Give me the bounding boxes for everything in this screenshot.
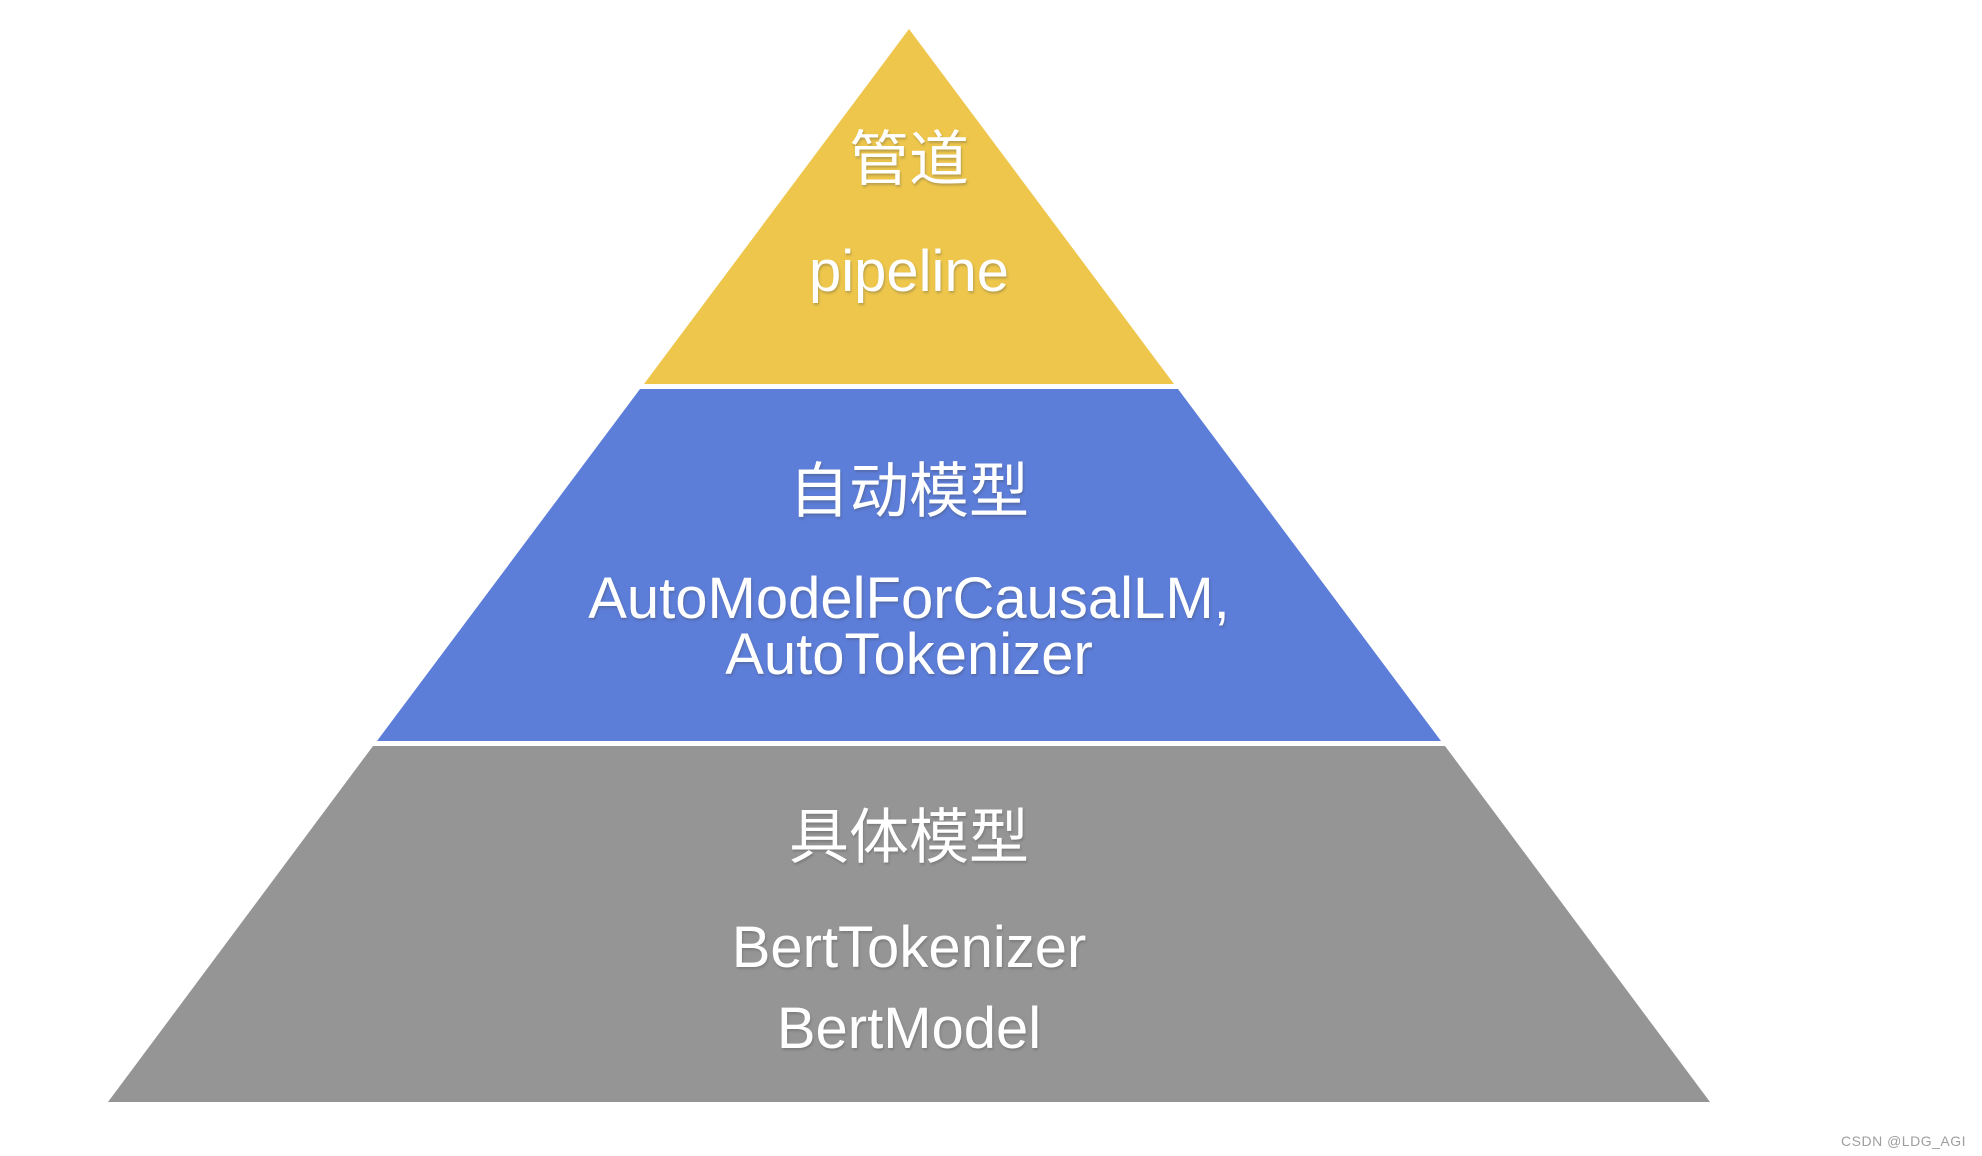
watermark: CSDN @LDG_AGI <box>1841 1133 1966 1149</box>
tier-auto-model-line-1: AutoModelForCausalLM, <box>588 566 1230 631</box>
tier-concrete-model-line-2: BertModel <box>777 996 1041 1061</box>
tier-concrete-model-line-1: BertTokenizer <box>732 915 1087 980</box>
tier-pipeline-shape <box>644 29 1174 384</box>
tier-concrete-model-title-zh: 具体模型 <box>789 804 1029 871</box>
tier-auto-model-title-zh: 自动模型 <box>789 458 1029 525</box>
tier-concrete-model-shape <box>108 746 1710 1102</box>
tier-auto-model-line-2: AutoTokenizer <box>725 622 1093 687</box>
tier-pipeline-title-zh: 管道 <box>849 126 969 193</box>
tier-pipeline-line-en: pipeline <box>809 239 1009 304</box>
tier-auto-model-shape <box>377 389 1441 741</box>
